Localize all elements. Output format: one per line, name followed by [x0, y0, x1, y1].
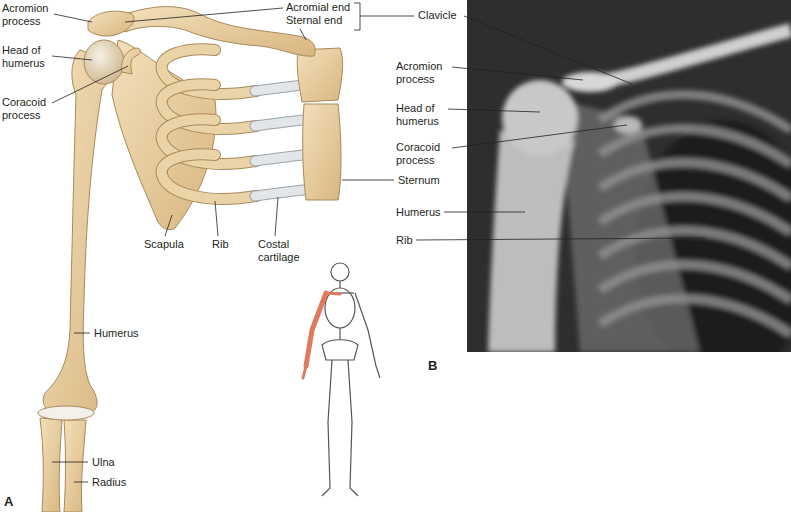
sternum-bone — [297, 48, 342, 200]
costal-cartilage — [255, 120, 303, 126]
forearm-bones — [38, 406, 94, 420]
humerus-bone — [43, 50, 122, 414]
panel-letter: B — [428, 358, 437, 373]
leader-lines — [275, 197, 278, 236]
leader-lines — [52, 3, 705, 482]
part-label: Sternal end — [286, 14, 342, 27]
x-ray-image — [585, 30, 791, 85]
leader-lines — [52, 66, 128, 103]
part-label: Humerus — [396, 206, 441, 219]
clavicle-bone — [118, 7, 315, 57]
costal-cartilage — [255, 120, 303, 126]
skeleton-icon — [322, 263, 380, 496]
leader-lines — [300, 29, 306, 40]
costal-cartilage — [255, 85, 303, 91]
part-label: Acromion process — [396, 60, 452, 86]
clavicle-bone — [118, 7, 315, 57]
forearm-bones — [64, 420, 86, 512]
leader-lines — [444, 212, 525, 213]
highlighted-limb — [303, 293, 340, 378]
leader-lines — [342, 180, 394, 181]
leader-lines — [54, 14, 92, 22]
part-label: Acromion process — [2, 2, 58, 28]
part-label: Sternum — [398, 174, 440, 187]
x-ray-image — [467, 0, 791, 352]
rib-bones — [162, 49, 256, 199]
leader-lines — [452, 125, 627, 148]
highlighted-limb — [326, 293, 340, 294]
leader-lines — [464, 16, 632, 84]
rib-bones — [162, 154, 256, 199]
x-ray-image — [488, 30, 791, 352]
x-ray-image — [488, 130, 575, 352]
leader-lines — [215, 201, 218, 236]
costal-cartilage — [255, 190, 303, 196]
rib-bones — [162, 154, 256, 199]
panel-letter: A — [4, 494, 13, 509]
costal-cartilage — [255, 190, 303, 196]
humerus-bone — [43, 40, 124, 414]
leader-lines — [52, 56, 92, 60]
acromion-bone — [88, 11, 134, 36]
skeleton-icon — [355, 293, 380, 378]
leader-lines — [125, 8, 283, 22]
part-label: Coracoid process — [2, 96, 58, 122]
costal-cartilage — [255, 85, 303, 91]
highlighted-limb — [303, 366, 306, 378]
part-label: Acromial end — [286, 1, 350, 14]
leader-lines — [165, 215, 172, 236]
part-label: Head of humerus — [396, 102, 452, 128]
costal-cartilage — [255, 155, 303, 161]
skeleton-icon — [322, 340, 358, 360]
costal-cartilage — [255, 155, 303, 161]
costal-cartilage — [255, 85, 303, 196]
skeleton-icon — [326, 292, 354, 293]
x-ray-image — [502, 80, 578, 156]
x-ray-image — [600, 95, 791, 334]
forearm-bones — [40, 418, 62, 512]
part-label: Head of humerus — [2, 44, 58, 70]
skeleton-icon — [331, 263, 349, 281]
part-label: Radius — [92, 476, 126, 489]
x-ray-image — [600, 299, 791, 334]
part-label: Rib — [212, 238, 229, 251]
leader-lines — [452, 67, 583, 80]
part-label: Costal cartilage — [258, 238, 314, 264]
coracoid-bone — [122, 48, 141, 74]
part-label: Scapula — [144, 238, 184, 251]
part-label: Clavicle — [418, 9, 457, 22]
highlighted-limb — [306, 293, 326, 366]
sternum-bone — [303, 104, 341, 200]
skeleton-icon — [322, 360, 332, 496]
x-ray-image — [614, 116, 642, 134]
coracoid-bone — [122, 48, 141, 74]
part-label: Rib — [396, 234, 413, 247]
forearm-bones — [38, 406, 94, 512]
leader-lines — [448, 109, 540, 112]
leader-lines — [52, 462, 88, 463]
part-label: Coracoid process — [396, 141, 452, 167]
leader-lines — [354, 3, 414, 30]
acromion-bone — [88, 11, 134, 36]
leader-lines — [74, 482, 88, 483]
skeleton-icon — [325, 288, 355, 328]
skeleton-icon — [348, 360, 358, 496]
part-label: Humerus — [94, 327, 139, 340]
leader-lines — [416, 238, 705, 240]
leader-lines — [74, 333, 90, 334]
part-label: Ulna — [92, 456, 115, 469]
